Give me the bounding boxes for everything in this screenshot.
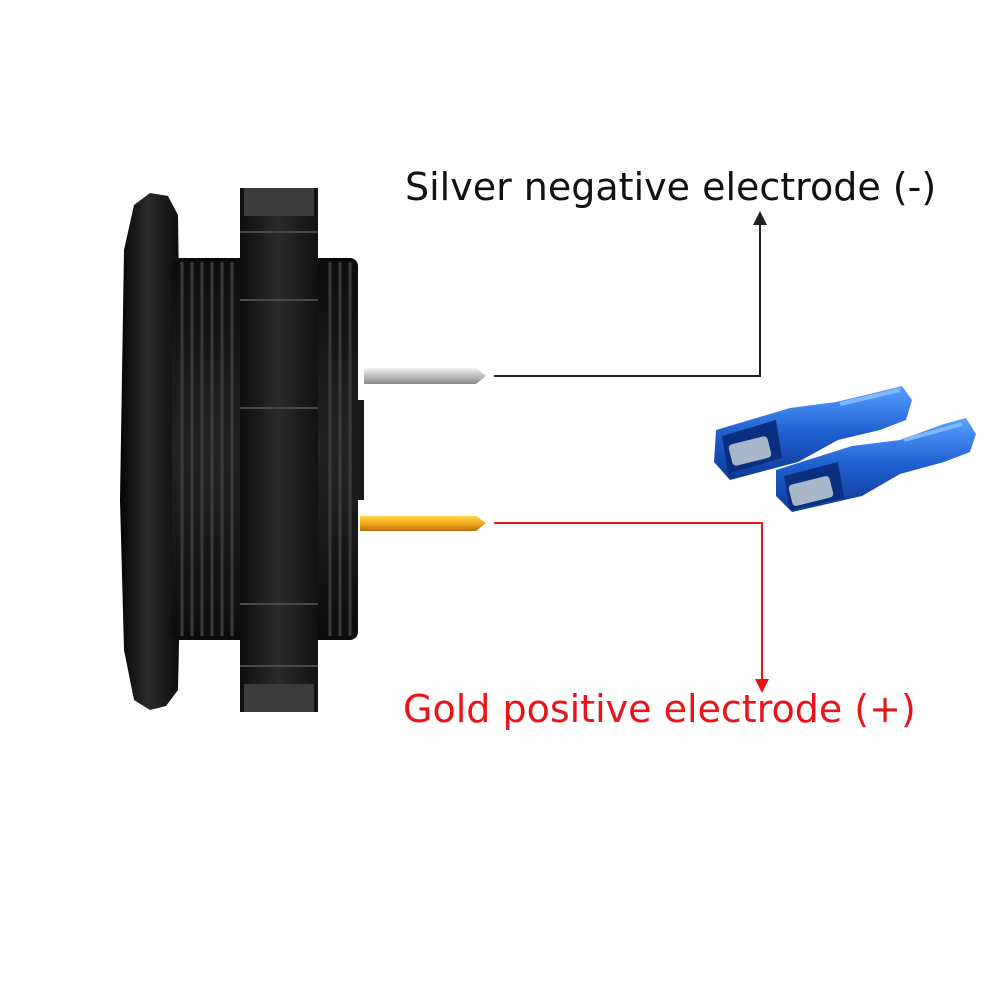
positive-leader-line [494,522,769,693]
gold-pin [360,516,486,531]
negative-leader-line [494,211,767,377]
spade-terminal-rear [714,386,912,480]
negative-electrode-label: Silver negative electrode (-) [405,165,937,209]
socket-nut-top-face [244,188,314,216]
socket-rear-shoulder [352,400,364,500]
socket-flange [120,193,182,710]
socket-icon [120,188,364,712]
silver-pin [364,368,486,384]
socket-nut [240,188,318,712]
socket-nut-bottom-face [244,684,314,712]
positive-electrode-label: Gold positive electrode (+) [403,687,916,731]
spade-terminal-front [776,418,976,512]
spade-terminals-icon [714,386,976,512]
socket-nut-facets [240,231,318,667]
socket-threads [180,262,352,636]
